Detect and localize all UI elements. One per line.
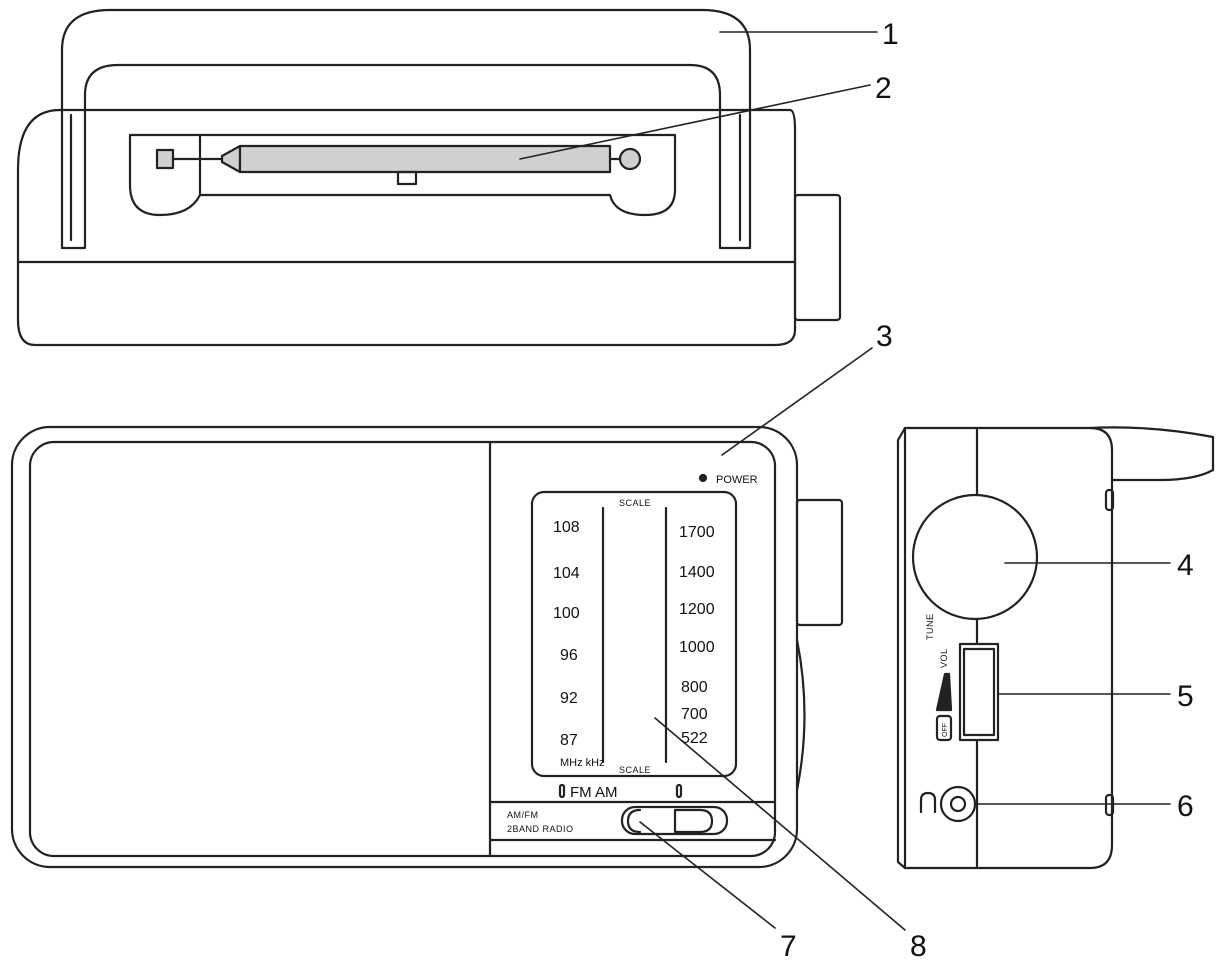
leader-7 xyxy=(639,821,776,929)
fm-tick-label: 92 xyxy=(560,690,578,707)
callout-4: 4 xyxy=(1177,549,1194,582)
off-marker xyxy=(935,714,953,742)
power-led xyxy=(698,473,708,483)
dial-window xyxy=(530,490,738,778)
callout-1: 1 xyxy=(882,18,899,51)
fm-tick-label: 100 xyxy=(553,605,580,622)
callout-7: 7 xyxy=(780,930,797,962)
headphone-jack-outer xyxy=(939,785,977,823)
callout-3: 3 xyxy=(876,320,893,353)
top-view-knob xyxy=(793,193,842,322)
am-tick-label: 800 xyxy=(681,679,708,696)
model-label-line2: 2BAND RADIO xyxy=(507,824,574,834)
band-switch-knob xyxy=(673,808,714,834)
side-view-body xyxy=(903,426,1114,870)
antenna-clip xyxy=(396,170,418,186)
leader-3 xyxy=(721,347,873,456)
am-scale: 1700 1400 1200 1000 800 700 522 xyxy=(679,524,715,747)
vol-label: VOL xyxy=(939,648,949,668)
front-inner-shell xyxy=(28,440,777,858)
front-view xyxy=(10,425,844,869)
side-handle-pin-bottom xyxy=(1104,793,1115,817)
units-label: MHz kHz xyxy=(560,757,605,769)
am-tick-label: 1400 xyxy=(679,564,715,581)
side-handle-pin-top xyxy=(1104,488,1115,512)
handle-outer xyxy=(60,8,752,250)
antenna-barrel xyxy=(238,144,612,174)
model-label-line1: AM/FM xyxy=(507,810,539,820)
callout-5: 5 xyxy=(1177,680,1194,713)
tune-label: TUNE xyxy=(925,614,935,641)
front-view-knob xyxy=(795,498,844,627)
antenna-pivot xyxy=(618,147,642,171)
power-label: POWER xyxy=(716,474,758,486)
leader-8 xyxy=(654,717,906,931)
fm-tick-label: 96 xyxy=(560,647,578,664)
leader-lines xyxy=(519,31,1171,931)
side-view-handle xyxy=(1088,426,1215,482)
antenna-recess xyxy=(128,133,677,217)
scale-label-top: SCALE xyxy=(619,498,651,508)
headphone-icon xyxy=(919,791,937,814)
antenna-tip xyxy=(155,148,175,170)
am-tick-label: 1200 xyxy=(679,601,715,618)
front-view-volume-wheel xyxy=(795,638,806,792)
headphone-jack-inner xyxy=(949,795,967,813)
volume-wedge-icon xyxy=(935,672,953,712)
am-tick-label: 522 xyxy=(681,730,708,747)
fm-band-marker xyxy=(558,783,566,799)
am-band-marker xyxy=(675,783,683,799)
fm-tick-label: 87 xyxy=(560,732,578,749)
fm-tick-label: 108 xyxy=(553,519,580,536)
volume-wheel-inner xyxy=(962,647,996,737)
callout-6: 6 xyxy=(1177,790,1194,823)
fm-tick-label: 104 xyxy=(553,565,580,582)
tune-knob xyxy=(911,493,1039,621)
am-tick-label: 700 xyxy=(681,706,708,723)
am-tick-label: 1700 xyxy=(679,524,715,541)
side-view xyxy=(896,426,1215,870)
off-label: OFF xyxy=(942,723,949,737)
front-outer-shell xyxy=(10,425,799,869)
callout-8: 8 xyxy=(910,930,927,962)
scale-label-bottom: SCALE xyxy=(619,765,651,775)
am-tick-label: 1000 xyxy=(679,639,715,656)
band-label: FM AM xyxy=(570,784,618,801)
callout-2: 2 xyxy=(875,72,892,105)
top-view-body xyxy=(16,108,797,347)
volume-wheel xyxy=(958,642,1000,742)
band-switch xyxy=(620,805,729,836)
top-view xyxy=(16,8,842,347)
antenna-cone xyxy=(220,144,242,174)
fm-scale: 108 104 100 96 92 87 xyxy=(553,519,580,749)
callout-numbers: 1 2 3 4 5 6 7 8 xyxy=(780,18,1194,963)
leader-2 xyxy=(519,84,871,160)
